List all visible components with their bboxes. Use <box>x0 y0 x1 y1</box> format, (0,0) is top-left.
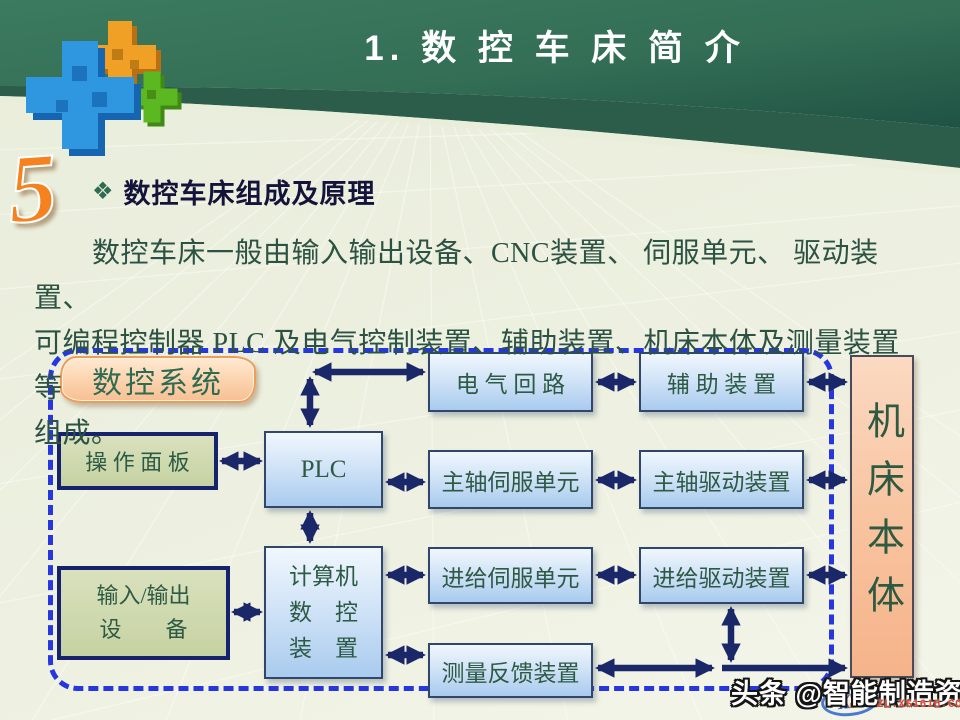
body-line-2: 可编程控制器 PLC 及电气控制装置、辅助装置、机床本体及测量装置等 <box>34 328 900 404</box>
box-electric-circuit: 电 气 回 路 <box>428 352 593 412</box>
box-plc: PLC <box>264 431 383 508</box>
box-auxiliary-device: 辅 助 装 置 <box>639 352 804 412</box>
box-spindle-drive: 主轴驱动装置 <box>639 450 804 509</box>
cnc-line-3: 装 置 <box>289 635 358 661</box>
box-spindle-servo: 主轴伺服单元 <box>428 450 593 509</box>
section-number: 5 <box>3 132 61 245</box>
body-line-1: 数控车床一般由输入输出设备、CNC装置、 伺服单元、 驱动装置、 <box>34 238 879 314</box>
section-heading: 数控车床组成及原理 <box>123 179 376 209</box>
box-cnc-device: 计算机 数 控 装 置 <box>264 546 383 679</box>
machine-body-label: 机床本体 <box>860 400 903 633</box>
box-io-device: 输入/输出 设 备 <box>57 566 230 660</box>
page-title: 1. 数 控 车 床 简 介 <box>364 29 746 68</box>
watermark-text: 头条 @智能制造资料网 <box>731 679 960 709</box>
box-machine-body: 机床本体 <box>850 355 914 678</box>
io-line-2: 设 备 <box>99 617 188 642</box>
box-feed-servo: 进给伺服单元 <box>428 547 593 604</box>
body-paragraph: 数控车床一般由输入输出设备、CNC装置、 伺服单元、 驱动装置、 可编程控制器 … <box>34 231 928 456</box>
system-label: 数控系统 <box>60 356 256 403</box>
body-line-3: 组成。 <box>34 418 120 449</box>
diamond-bullet-icon: ❖ <box>92 178 114 205</box>
cnc-line-1: 计算机 <box>289 563 358 589</box>
box-measure-feedback: 测量反馈装置 <box>428 643 593 698</box>
box-operation-panel: 操 作 面 板 <box>57 432 218 490</box>
io-line-1: 输入/输出 <box>96 583 191 608</box>
watermark-url: ZL.XS1616.COM <box>877 699 960 711</box>
cnc-line-2: 数 控 <box>289 599 358 625</box>
box-feed-drive: 进给驱动装置 <box>639 547 804 604</box>
